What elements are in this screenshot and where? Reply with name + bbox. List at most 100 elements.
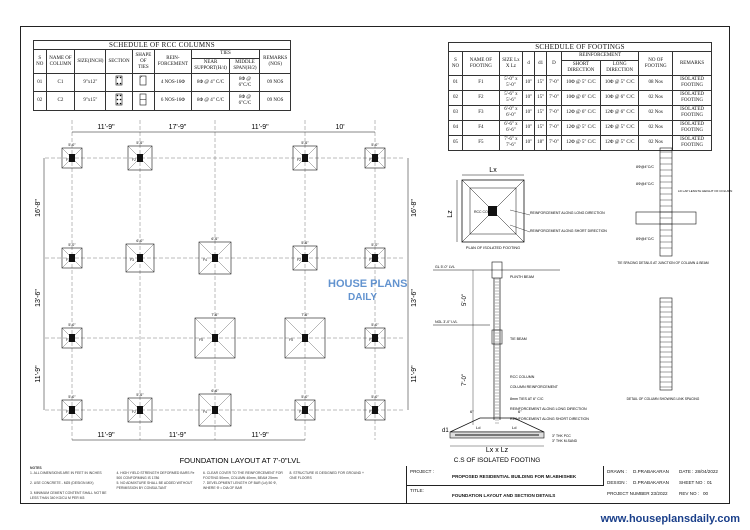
bottom-dim-label: 11'-9" bbox=[169, 432, 187, 439]
project-label: PROJECT : bbox=[410, 469, 434, 474]
rev-label: REV NO : bbox=[679, 491, 700, 496]
footing-outline bbox=[364, 327, 386, 349]
section-pcc-label: 3" THK PCC bbox=[552, 434, 571, 438]
section-long-label: REINFORCEMENT ALONG LONG DIRECTION bbox=[510, 407, 587, 411]
column-block bbox=[69, 406, 75, 414]
footing-tag-label: F4 bbox=[203, 410, 207, 414]
footing-outline bbox=[198, 241, 232, 275]
footing-outline bbox=[194, 317, 236, 359]
cell: 6'-6" x 6'-6" bbox=[498, 120, 524, 136]
section-dim-a: 5'-0" bbox=[462, 294, 468, 306]
footing-size-label: 5'-0" bbox=[371, 323, 379, 327]
note-item: 3. MINIMUM CEMENT CONTENT SHALL NOT BE L… bbox=[30, 491, 107, 500]
footing-outline bbox=[61, 247, 83, 269]
bottom-dim-label: 11'-9" bbox=[251, 432, 269, 439]
column-block bbox=[372, 254, 378, 262]
isolated-footing-plan: Lx Lz RCC COL REINFORCEMENT ALONG LONG D… bbox=[447, 167, 607, 250]
cell: ISOLATED FOOTING bbox=[672, 135, 712, 151]
ft-header: SIZE Lx X Lz bbox=[498, 51, 524, 76]
footing-tag-label: F1 bbox=[369, 258, 373, 262]
plan-rcc-col-label: RCC COL bbox=[474, 210, 490, 214]
cell: C2 bbox=[45, 91, 76, 111]
plan-lz-label: Lz bbox=[447, 210, 454, 218]
footing-tag-label: F1 bbox=[369, 158, 373, 162]
section-ld-left: Ld bbox=[476, 425, 480, 430]
section-caption: C.S OF ISOLATED FOOTING bbox=[454, 457, 541, 464]
section-cover-right: 6" bbox=[518, 409, 522, 414]
rev-value: 00 bbox=[703, 491, 709, 496]
tie-mark-3: 8Φ@4"C/C bbox=[636, 237, 654, 241]
footing-tag-label: F1 bbox=[369, 410, 373, 414]
footing-size-label: 6'-6" bbox=[211, 237, 219, 241]
plan-long-reinf-label: REINFORCEMENT ALONG LONG DIRECTION bbox=[530, 211, 605, 215]
footing-tag-label: F4 bbox=[203, 258, 207, 262]
cell: 18" bbox=[534, 135, 548, 151]
footing-size-label: 5'-0" bbox=[68, 143, 76, 147]
top-dim-label: 10' bbox=[335, 124, 344, 131]
footing-tag-label: F1 bbox=[299, 410, 303, 414]
lap-note: LD LAP LENGTH HEIGHT OF COLUMN bbox=[678, 189, 732, 193]
footing-outline bbox=[292, 145, 318, 171]
table-row: 02 C2 9"x15" 6 NOS-16Φ 8Φ @ 4" C/C 8Φ @ … bbox=[33, 91, 291, 111]
tie-mark-2: 8Φ@4"C/C bbox=[636, 182, 654, 186]
tie-mark-1: 8Φ@4"C/C bbox=[636, 165, 654, 169]
date-label: DATE : bbox=[679, 469, 694, 474]
footing-size-label: 5'-6" bbox=[136, 141, 144, 145]
design-label: DESIGN : bbox=[607, 480, 628, 485]
footing-outline bbox=[284, 317, 326, 359]
column-block bbox=[137, 154, 143, 162]
tie-spacing-detail: 8Φ@4"C/C 8Φ@4"C/C 8Φ@4"C/C LD LAP LENGTH… bbox=[617, 147, 732, 265]
link-caption: DETAIL OF COLUMN SHOWING LINK SPACING bbox=[627, 397, 700, 401]
footing-size-label: 5'-6" bbox=[301, 241, 309, 245]
section-ties-label: 8mm TIES AT 6" C/C bbox=[510, 397, 544, 401]
col-header-remarks: REMARKS (NOS) bbox=[259, 49, 291, 74]
right-dim-label: 13'-6" bbox=[411, 289, 418, 307]
footing-size-label: 5'-0" bbox=[301, 395, 309, 399]
column-block bbox=[372, 154, 378, 162]
footing-outline bbox=[61, 399, 83, 421]
footing-size-label: 6'-0" bbox=[136, 239, 144, 243]
column-block bbox=[69, 334, 75, 342]
footing-tag-label: F2 bbox=[132, 158, 136, 162]
note-item: 1. ALL DIMENSIONS ARE IN FEET IN INCHES bbox=[30, 471, 102, 475]
section-sand-label: 3" THK M-SAND bbox=[552, 439, 578, 443]
section-col-reinf-label: COLUMN REINFORCEMENT bbox=[510, 385, 559, 389]
footing-tag-label: F1 bbox=[66, 158, 70, 162]
footing-size-label: 6'-6" bbox=[211, 389, 219, 393]
footing-outline bbox=[364, 147, 386, 169]
note-item: 7. DEVELOPMENT LENGTH OF BAR (Ld) 50 Φ, … bbox=[203, 481, 277, 490]
cell: 12Φ @ 5" C/C bbox=[599, 120, 640, 136]
footing-outline bbox=[292, 245, 318, 271]
cell: 15" bbox=[534, 120, 548, 136]
footing-size-label: 5'-6" bbox=[136, 393, 144, 397]
section-d1-label: d1 bbox=[442, 428, 449, 434]
tie-caption: TIE SPACING DETAILS AT JUNCTION OF COLUM… bbox=[617, 261, 709, 265]
column-block bbox=[69, 154, 75, 162]
top-dim-label: 11'-9" bbox=[251, 124, 269, 131]
section-dim-b: 7'-0" bbox=[462, 374, 468, 386]
projno-label: PROJECT NUMBER : bbox=[607, 491, 653, 496]
footing-tag-label: F1 bbox=[66, 338, 70, 342]
footing-size-label: 7'-6" bbox=[211, 313, 219, 317]
footing-size-label: 5'-0" bbox=[68, 323, 76, 327]
plan-title: FOUNDATION LAYOUT AT 7'-0"LVL bbox=[180, 456, 301, 465]
note-item: 5. NO ADMIXTURE SHALL BE ADDED WITHOUT P… bbox=[116, 481, 193, 490]
column-block bbox=[212, 254, 218, 262]
top-dim-label: 17'-9" bbox=[169, 124, 187, 131]
footing-tag-label: F2 bbox=[297, 258, 301, 262]
section-tie-label: TIE BEAM bbox=[510, 337, 527, 341]
drawn-value: D.PRABAKARAN bbox=[633, 469, 669, 474]
cell: 12Φ @ 5" C/C bbox=[599, 135, 640, 151]
rcc-column-schedule: SCHEDULE OF RCC COLUMNS S NO NAME OF COL… bbox=[33, 40, 291, 111]
design-value: D.PRABAKARAN bbox=[633, 480, 669, 485]
footing-outline bbox=[125, 243, 155, 273]
col-header-section: SECTION bbox=[105, 49, 133, 74]
section-cover-left: 6" bbox=[470, 409, 474, 414]
column-block bbox=[372, 406, 378, 414]
section-short-label: REINFORCEMENT ALONG SHORT DIRECTION bbox=[510, 417, 589, 421]
ft-header: LONG DIRECTION bbox=[599, 60, 640, 76]
footing-tag-label: F1 bbox=[66, 410, 70, 414]
title-label: TITLE: bbox=[410, 488, 424, 493]
cell: 09 NOS bbox=[259, 91, 291, 111]
